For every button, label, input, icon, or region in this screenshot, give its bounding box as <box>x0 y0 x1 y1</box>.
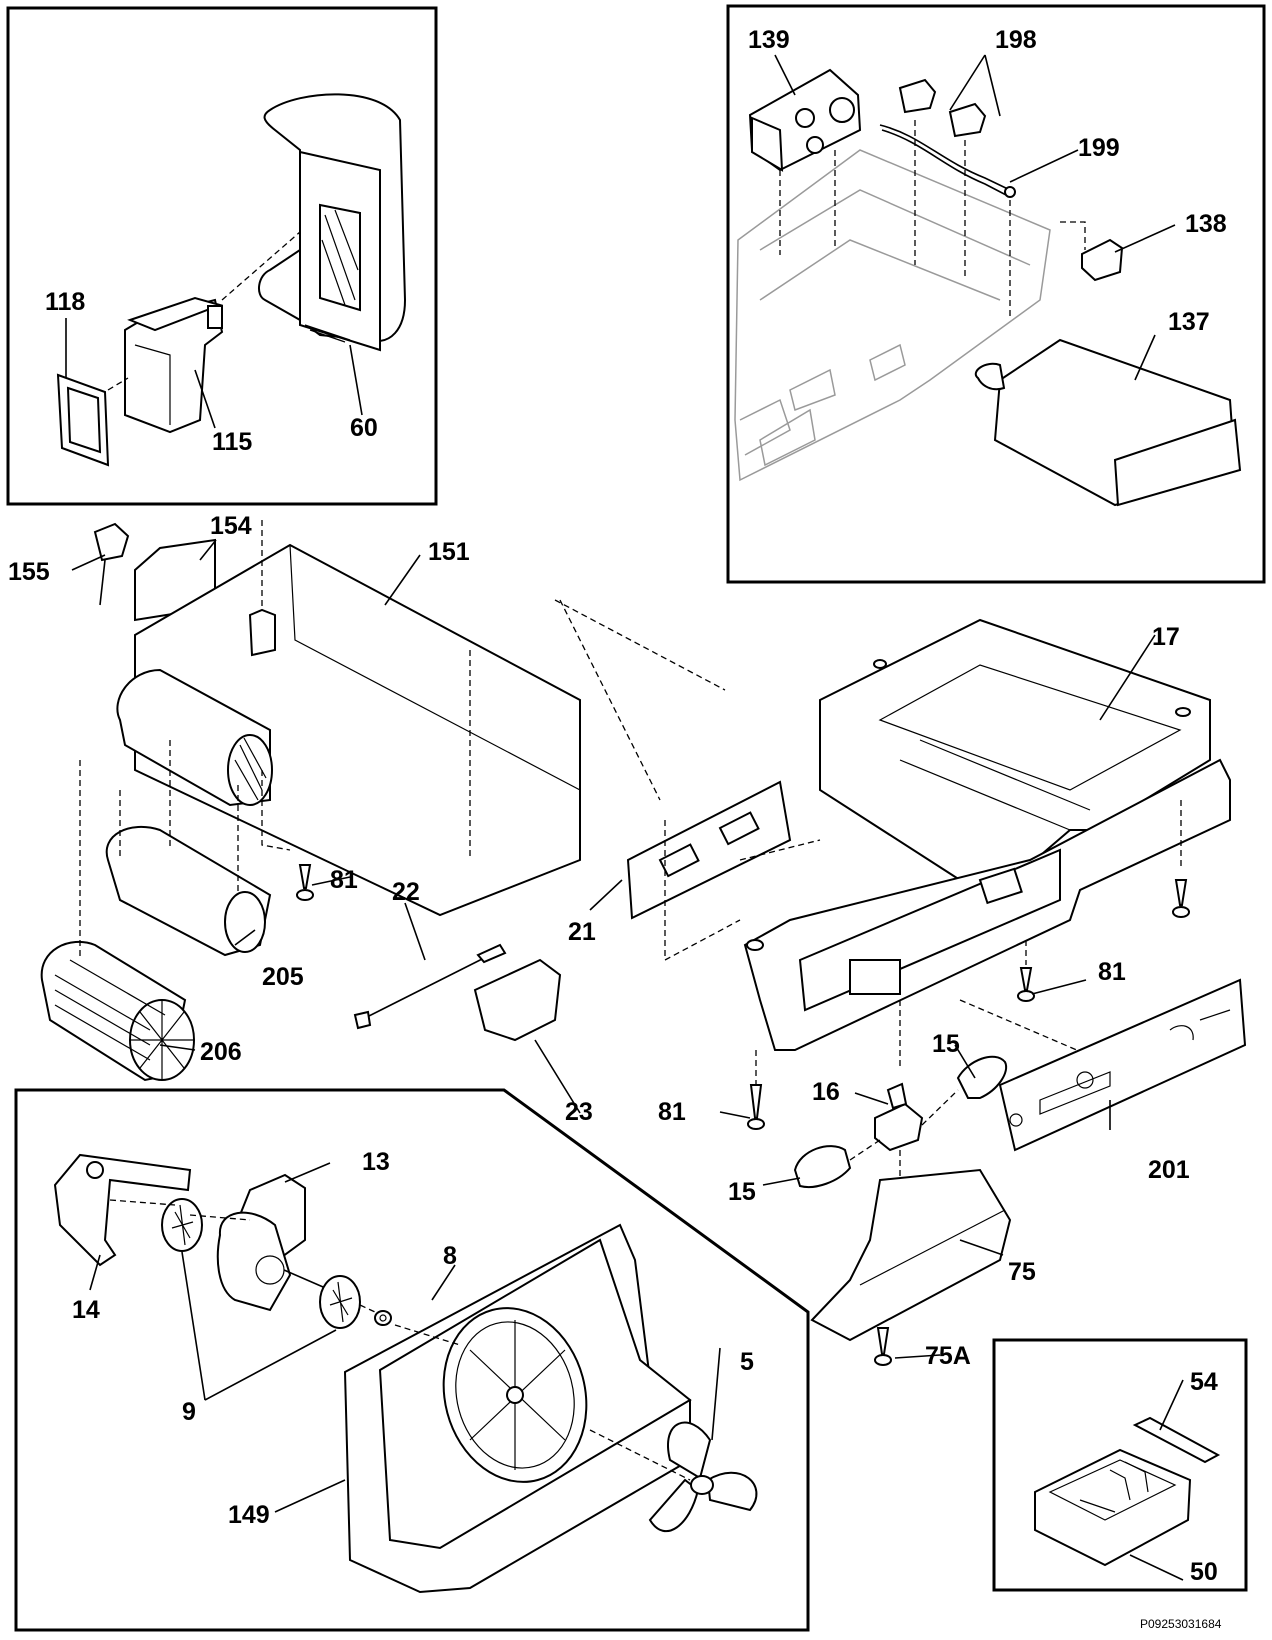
inset-frame-top-left <box>6 6 438 506</box>
callout-13: 13 <box>362 1148 390 1176</box>
part-22-rod <box>353 943 507 1030</box>
part-81-screw-mid <box>1017 967 1035 1002</box>
callout-23: 23 <box>565 1098 593 1126</box>
part-ghost-chassis <box>734 149 1051 482</box>
callout-201: 201 <box>1148 1156 1190 1184</box>
dash-lines-center <box>469 599 821 962</box>
part-15-bulb-upper <box>956 1055 1008 1099</box>
dash-lines-inset-bl <box>109 1199 691 1481</box>
callout-118: 118 <box>45 288 85 316</box>
callout-8: 8 <box>443 1242 457 1270</box>
part-81-screw-left <box>296 864 314 901</box>
callout-81-left: 81 <box>330 866 358 894</box>
part-60-housing <box>258 93 407 352</box>
part-139-valve <box>748 68 862 172</box>
part-21-panel <box>626 780 792 920</box>
part-5-fan-blade <box>648 1421 758 1533</box>
part-54-strip <box>1132 1416 1221 1464</box>
callout-14: 14 <box>72 1296 100 1324</box>
callout-155: 155 <box>8 558 50 586</box>
footer-code: P09253031684 <box>1140 1617 1222 1631</box>
part-14-bracket <box>53 1153 192 1267</box>
callout-21: 21 <box>568 918 596 946</box>
part-118-gasket <box>56 373 110 467</box>
part-201-overlay <box>998 978 1247 1152</box>
part-fan-cylinder-upper <box>116 668 273 807</box>
callout-151: 151 <box>428 538 470 566</box>
callout-81-right: 81 <box>1098 958 1126 986</box>
callout-60: 60 <box>350 414 378 442</box>
dash-lines-fan <box>79 520 291 960</box>
part-13-motor <box>216 1173 331 1312</box>
callout-138: 138 <box>1185 210 1227 238</box>
dash-lines-inset-tr <box>779 120 1086 320</box>
part-75a-screw <box>874 1327 892 1366</box>
callout-15-upper: 15 <box>932 1030 960 1058</box>
callout-206: 206 <box>200 1038 242 1066</box>
part-81-screw-lower <box>747 1084 765 1130</box>
part-75-strip <box>810 1168 1012 1342</box>
callout-139: 139 <box>748 26 790 54</box>
callout-81-lower: 81 <box>658 1098 686 1126</box>
callout-15-lower: 15 <box>728 1178 756 1206</box>
part-50-tray <box>1034 1448 1192 1567</box>
callout-50: 50 <box>1190 1558 1218 1586</box>
callout-22: 22 <box>392 878 420 906</box>
callout-198: 198 <box>995 26 1037 54</box>
leader-dash-inset-tl <box>107 231 301 391</box>
callout-17: 17 <box>1152 623 1180 651</box>
callout-9: 9 <box>182 1398 196 1426</box>
part-15-bulb-lower <box>793 1145 852 1188</box>
callout-137: 137 <box>1168 308 1210 336</box>
inset-frame-bottom-left <box>14 1088 810 1632</box>
part-17-tray <box>819 618 1211 882</box>
part-205-housing <box>105 825 272 957</box>
part-81-screw-right <box>1172 879 1190 918</box>
part-198-clips <box>898 78 987 138</box>
inset-frame-bottom-right <box>992 1338 1248 1592</box>
dash-lines-tray <box>755 800 1182 1085</box>
part-115-module <box>124 296 224 434</box>
part-151-duct <box>134 543 581 917</box>
part-199-harness <box>879 124 1016 198</box>
dash-lines-lamp <box>849 1089 959 1180</box>
part-206-fan-wheel <box>40 940 195 1082</box>
part-137-chute <box>974 338 1242 507</box>
callout-16: 16 <box>812 1078 840 1106</box>
callout-5: 5 <box>740 1348 754 1376</box>
part-9-gear-right <box>319 1275 361 1329</box>
callout-199: 199 <box>1078 134 1120 162</box>
inset-frame-top-right <box>726 4 1266 584</box>
leader-lines <box>65 54 1184 1581</box>
part-138-bracket <box>1081 238 1124 282</box>
callout-75a: 75A <box>925 1342 971 1370</box>
part-9-gear-left <box>161 1198 203 1252</box>
part-149-shroud <box>343 1223 692 1594</box>
callout-205: 205 <box>262 963 304 991</box>
part-16-socket <box>874 1082 924 1152</box>
part-23-cap <box>473 958 562 1042</box>
callout-154: 154 <box>210 512 252 540</box>
callout-54: 54 <box>1190 1368 1218 1396</box>
callout-75: 75 <box>1008 1258 1036 1286</box>
part-155-switch <box>93 522 130 606</box>
callout-115: 115 <box>212 428 252 456</box>
part-8-washer <box>374 1310 392 1326</box>
callout-149: 149 <box>228 1501 270 1529</box>
part-17-front-bezel <box>743 758 1231 1051</box>
